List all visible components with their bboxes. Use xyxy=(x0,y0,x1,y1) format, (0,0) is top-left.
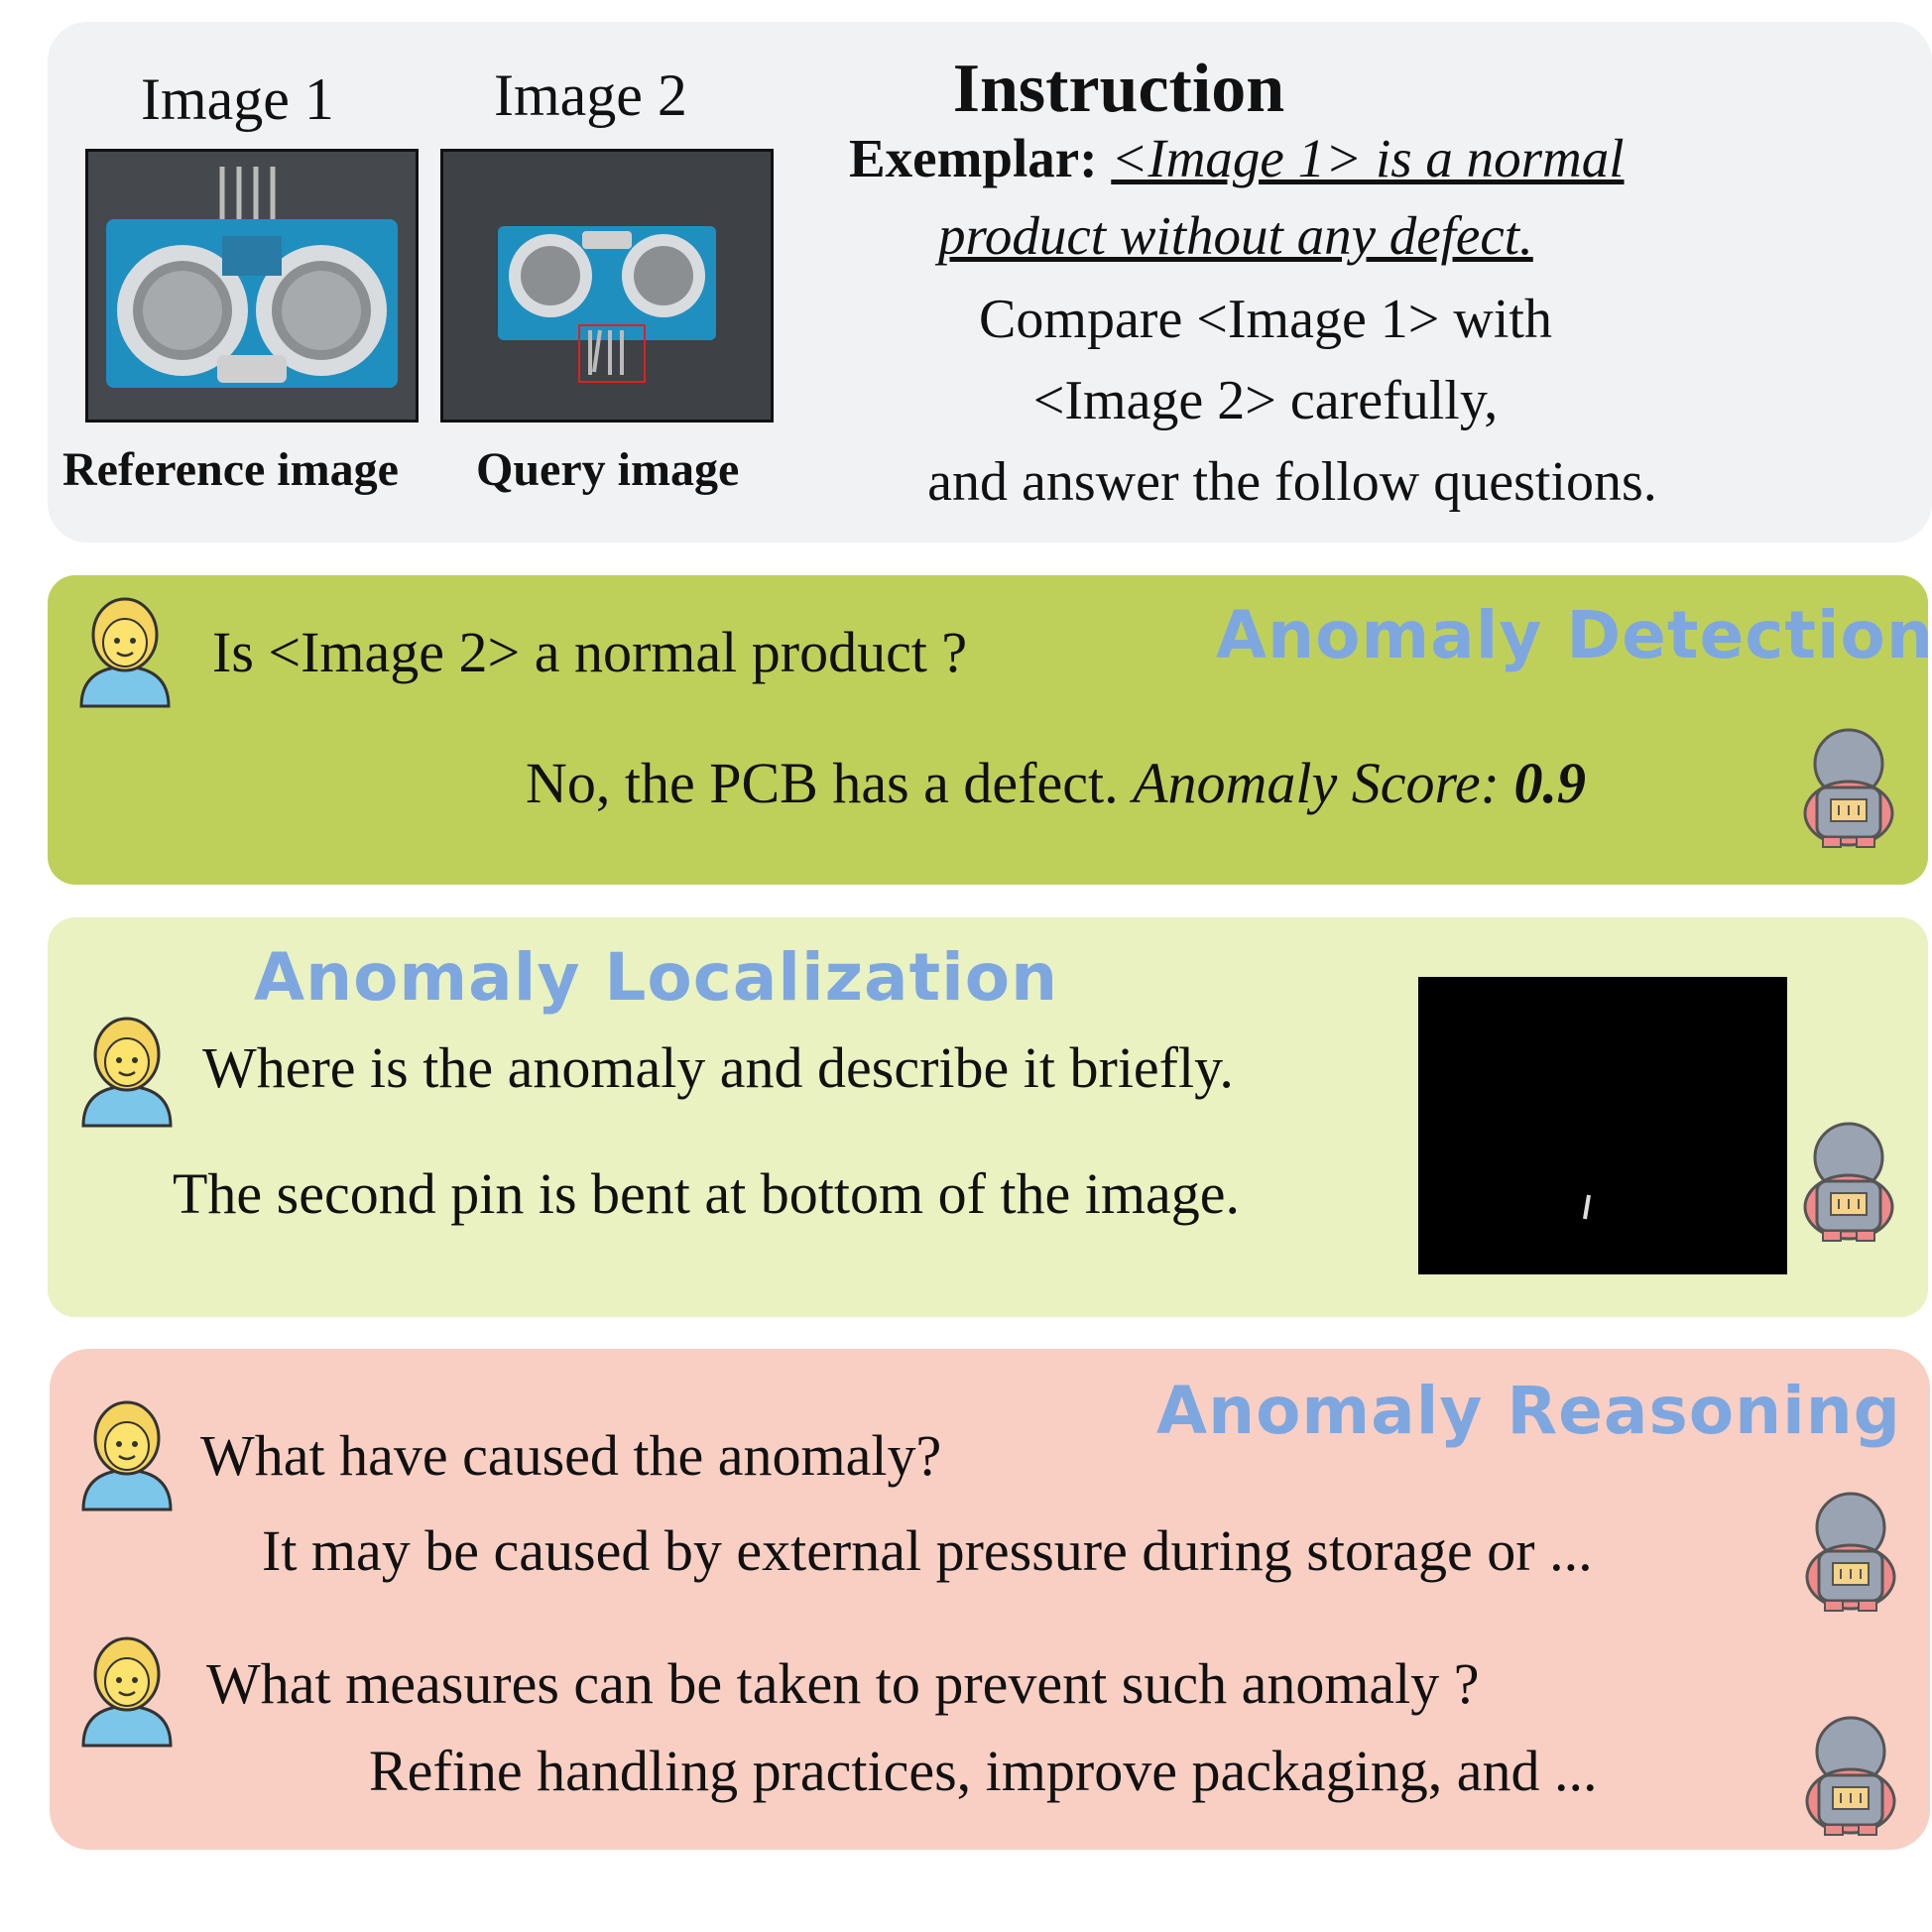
reference-image xyxy=(85,149,419,423)
person-icon xyxy=(79,597,171,708)
robot-icon xyxy=(1803,728,1894,848)
detection-title: Anomaly Detection xyxy=(1216,597,1932,673)
robot-icon xyxy=(1805,1492,1896,1612)
localization-answer: The second pin is bent at bottom of the … xyxy=(173,1161,1240,1226)
detection-answer: No, the PCB has a defect. Anomaly Score:… xyxy=(526,750,1586,816)
instruction-title: Instruction xyxy=(952,51,1285,127)
reasoning-title: Anomaly Reasoning xyxy=(1156,1373,1901,1449)
detection-question: Is <Image 2> a normal product ? xyxy=(212,620,968,684)
person-icon xyxy=(81,1400,173,1511)
reasoning-answer-2: Refine handling practices, improve packa… xyxy=(369,1739,1598,1803)
reasoning-question-1: What have caused the anomaly? xyxy=(200,1423,942,1488)
exemplar-statement-part1: <Image 1> is a normal xyxy=(1111,128,1625,188)
anomaly-mask xyxy=(1418,977,1787,1274)
anomaly-score-label: Anomaly Score: xyxy=(1133,751,1500,815)
exemplar-statement-part2: product without any defect. xyxy=(938,205,1533,266)
anomaly-score-value: 0.9 xyxy=(1513,751,1587,815)
person-icon xyxy=(81,1017,173,1128)
instruction-line-answer: and answer the follow questions. xyxy=(927,451,1657,513)
instruction-panel: Image 1 Image 2 xyxy=(48,22,1932,543)
anomaly-reasoning-panel: Anomaly Reasoning What have caused the a… xyxy=(50,1349,1930,1850)
exemplar-prefix: Exemplar: xyxy=(849,128,1098,188)
anomaly-localization-panel: Anomaly Localization Where is the anomal… xyxy=(48,917,1928,1317)
query-image xyxy=(440,149,774,423)
image2-label: Image 2 xyxy=(494,62,687,128)
detection-answer-text: No, the PCB has a defect. xyxy=(526,751,1119,815)
reference-caption: Reference image xyxy=(62,443,399,496)
instruction-line-carefully: <Image 2> carefully, xyxy=(1032,370,1499,431)
reasoning-question-2: What measures can be taken to prevent su… xyxy=(206,1651,1480,1716)
robot-icon xyxy=(1803,1122,1894,1242)
person-icon xyxy=(81,1636,173,1748)
query-caption: Query image xyxy=(476,443,740,496)
reasoning-answer-1: It may be caused by external pressure du… xyxy=(262,1518,1593,1583)
localization-question: Where is the anomaly and describe it bri… xyxy=(202,1035,1234,1100)
robot-icon xyxy=(1805,1716,1896,1836)
reference-pcb-illustration xyxy=(88,152,416,420)
localization-title: Anomaly Localization xyxy=(254,939,1059,1016)
instruction-line-compare: Compare <Image 1> with xyxy=(979,289,1552,350)
image1-label: Image 1 xyxy=(141,66,334,132)
exemplar-line1: Exemplar: <Image 1> is a normal xyxy=(849,127,1625,189)
query-pcb-illustration xyxy=(443,152,771,420)
anomaly-detection-panel: Anomaly Detection Is <Image 2> a normal … xyxy=(48,575,1932,885)
